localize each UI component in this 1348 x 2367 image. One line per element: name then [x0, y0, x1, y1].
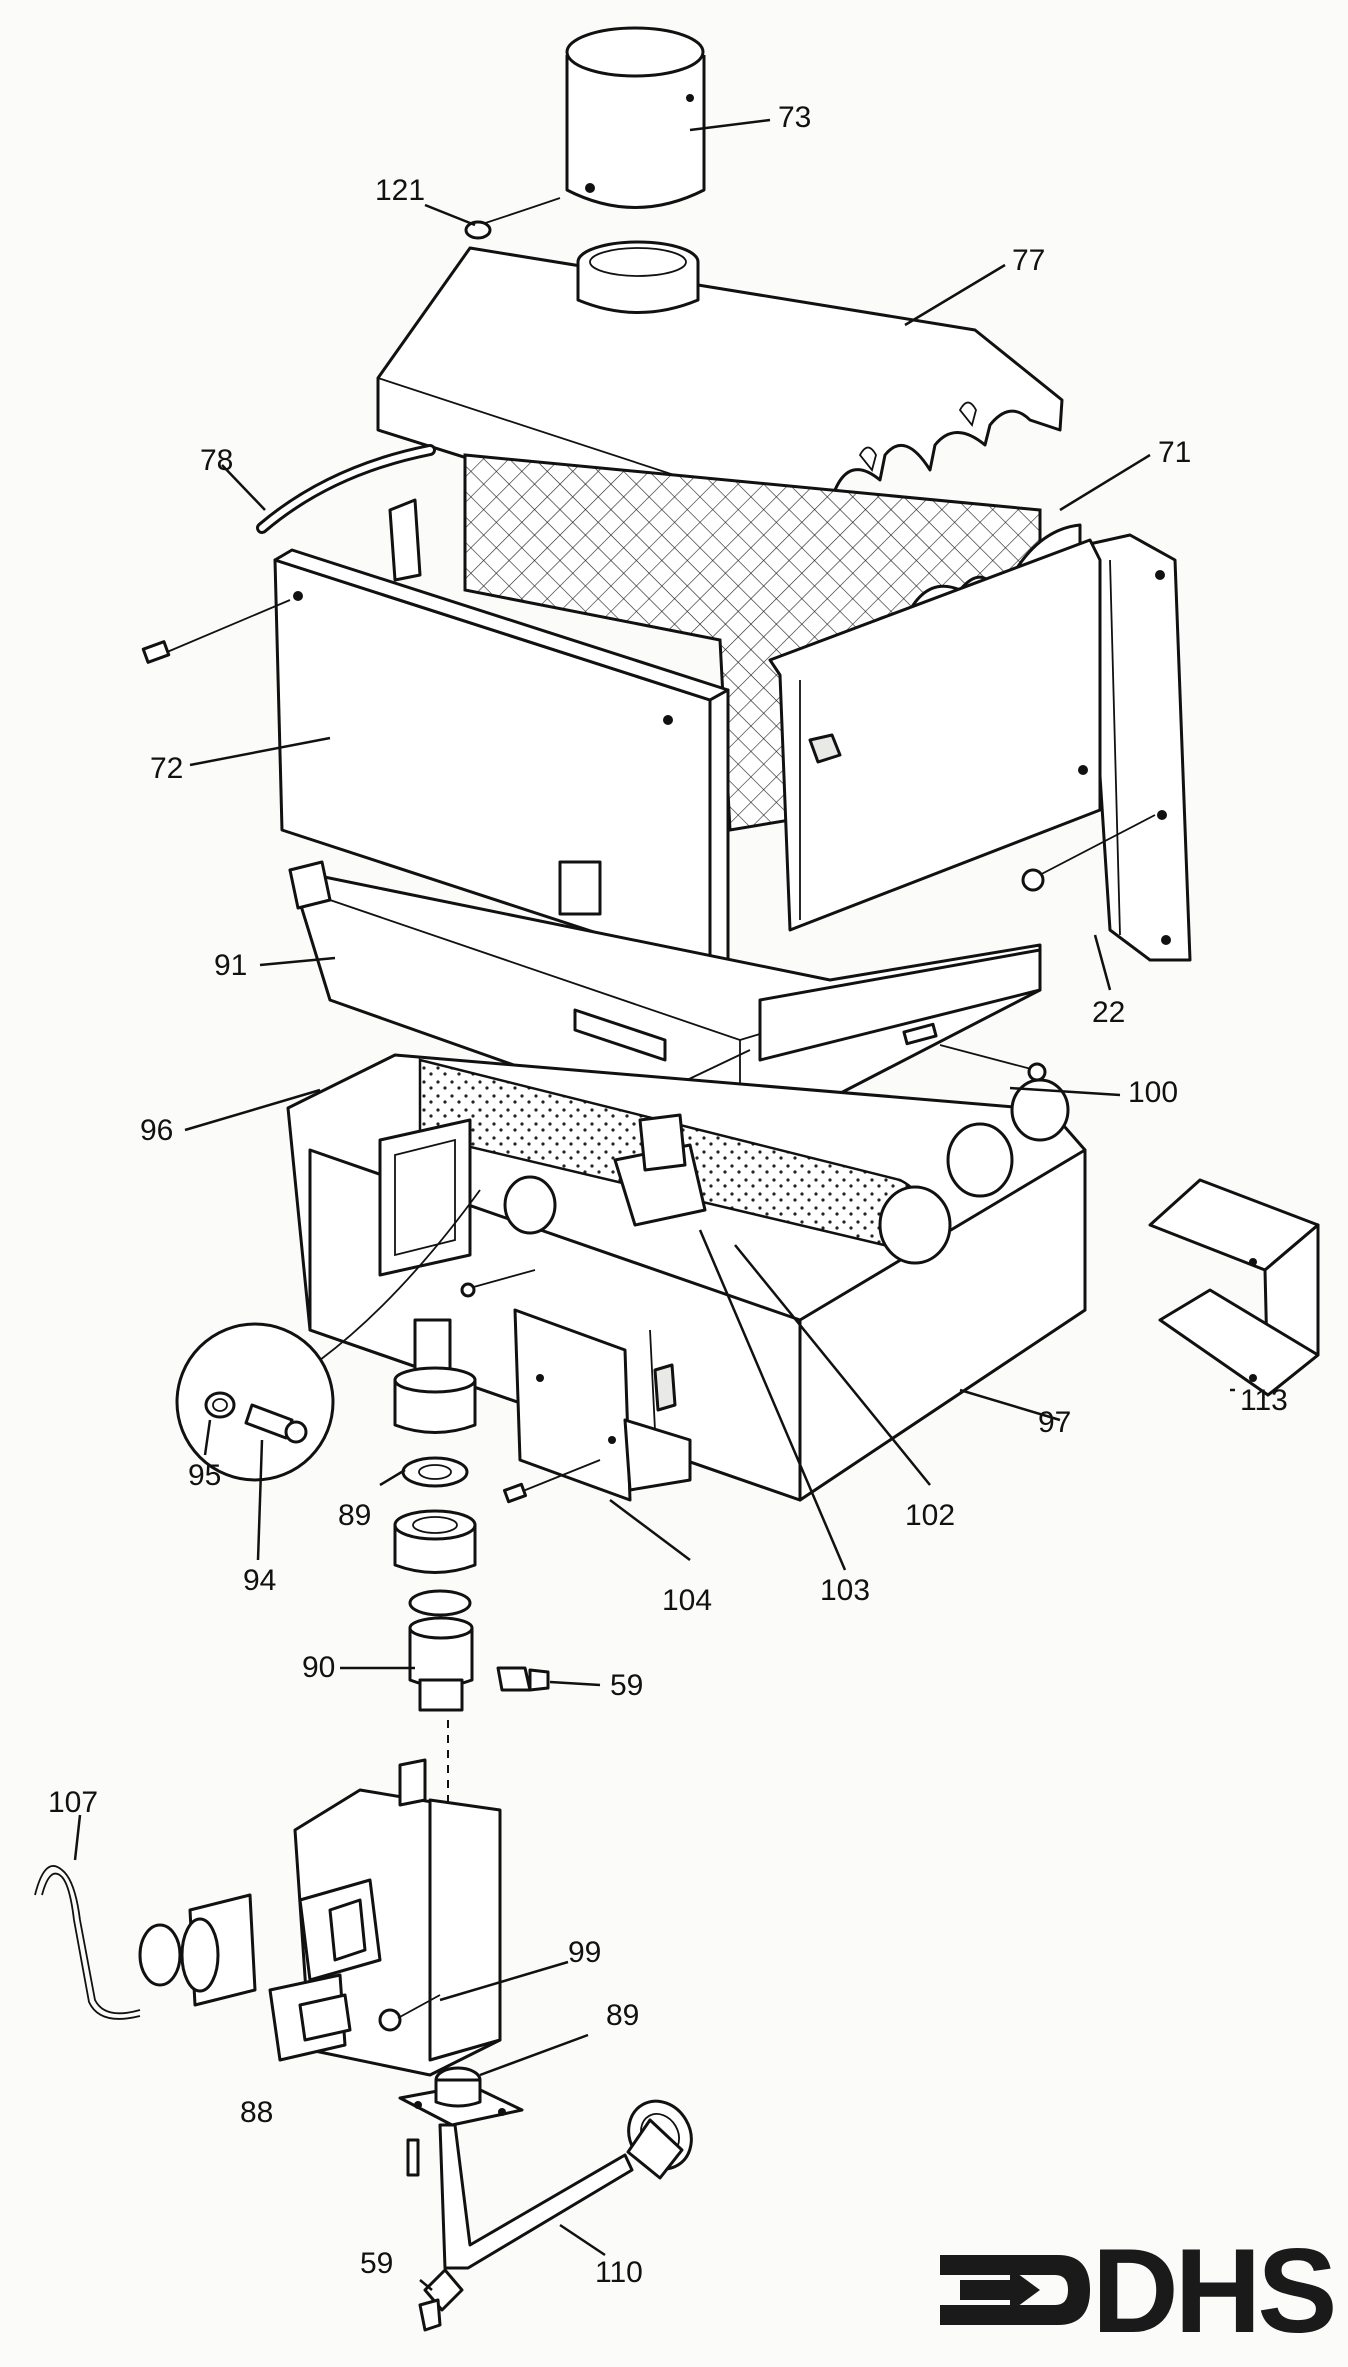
detail-inset-circle [175, 1189, 481, 1482]
screw-part [502, 1459, 601, 1504]
callout-78: 78 [200, 444, 233, 477]
callout-94: 94 [243, 1564, 276, 1597]
screw-part [939, 1044, 1047, 1082]
callout-73: 73 [778, 101, 811, 134]
leader-lines [73, 118, 1235, 2291]
callout-89-lower: 89 [606, 1999, 639, 2032]
clip-part [464, 197, 561, 240]
callout-71: 71 [1158, 436, 1191, 469]
callout-100: 100 [1128, 1076, 1178, 1109]
dhs-logo-text: DHS [1092, 2224, 1333, 2358]
dhs-logo: DHS [940, 2224, 1337, 2358]
flue-pipe-part [565, 26, 706, 209]
tube-part [256, 444, 436, 534]
callout-90: 90 [302, 1651, 335, 1684]
callout-96: 96 [140, 1114, 173, 1147]
callout-89-upper: 89 [338, 1499, 371, 1532]
callout-113: 113 [1240, 1384, 1288, 1417]
screw-part [406, 2138, 420, 2177]
screw-part [141, 599, 291, 664]
callout-97: 97 [1038, 1406, 1071, 1439]
callout-59-upper: 59 [610, 1669, 643, 1702]
dhs-arrow-logo-icon [940, 2255, 1090, 2325]
callout-99: 99 [568, 1936, 601, 1969]
test-nipple-part [418, 2268, 464, 2332]
callout-110: 110 [595, 2256, 643, 2289]
burner-box-part [286, 1053, 1087, 1502]
callout-72: 72 [150, 752, 183, 785]
screw-part [460, 1269, 536, 1298]
flange-part [398, 2066, 524, 2127]
base-tray-part [288, 860, 1042, 1147]
test-nipple-part [496, 1666, 550, 1692]
u-bracket-part [1148, 1178, 1320, 1397]
screw-part [1021, 814, 1156, 892]
callout-95: 95 [188, 1459, 221, 1492]
gas-pipe-part [438, 2099, 693, 2270]
callout-102: 102 [905, 1499, 955, 1532]
callout-121: 121 [375, 174, 425, 207]
control-knob-part [298, 1993, 352, 2042]
callout-22: 22 [1092, 996, 1125, 1029]
callout-103: 103 [820, 1574, 870, 1607]
gas-connector-stack [393, 1318, 477, 1810]
thermocouple-part [34, 1865, 141, 2020]
inner-frame-part [768, 538, 1102, 932]
callout-88: 88 [240, 2096, 273, 2129]
callout-77: 77 [1012, 244, 1045, 277]
callout-104: 104 [662, 1584, 712, 1617]
callout-107: 107 [48, 1786, 98, 1819]
callout-91: 91 [214, 949, 247, 982]
callout-59-lower: 59 [360, 2247, 393, 2280]
screw-part [397, 1994, 441, 2019]
side-bracket-part [1083, 533, 1192, 962]
callout-labels: 73 121 77 78 71 72 22 91 100 96 113 97 9… [48, 101, 1288, 2289]
